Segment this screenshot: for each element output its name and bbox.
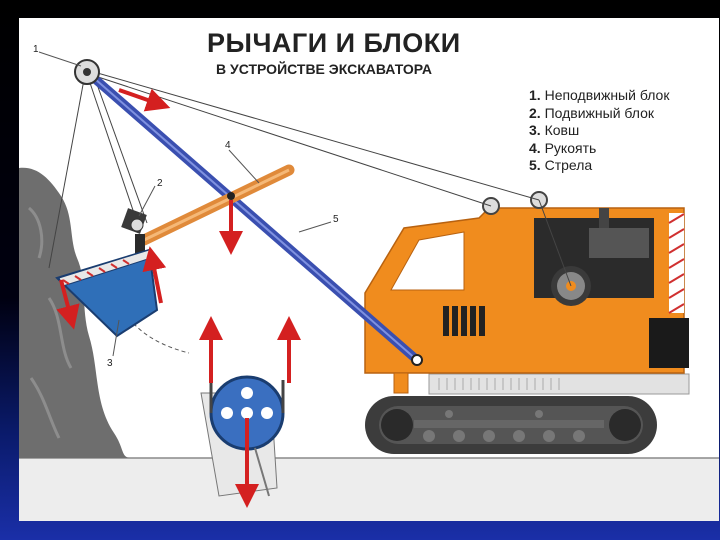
crawler-track xyxy=(365,396,657,454)
legend-number: 1. xyxy=(529,87,541,103)
legend-label: Ковш xyxy=(545,122,580,138)
legend-item: 2. Подвижный блок xyxy=(529,105,669,123)
movable-pulley xyxy=(121,208,147,256)
legend-label: Стрела xyxy=(545,157,593,173)
callout-4: 4 xyxy=(225,140,231,151)
legend-number: 3. xyxy=(529,122,541,138)
diagram-panel: 1 2 3 4 5 РЫЧАГИ И БЛОКИ В УСТРОЙСТВЕ ЭК… xyxy=(19,18,719,521)
legend-item: 4. Рукоять xyxy=(529,140,669,158)
legend-item: 3. Ковш xyxy=(529,122,669,140)
ground xyxy=(19,458,719,521)
fixed-pulley xyxy=(75,60,99,84)
legend-item: 5. Стрела xyxy=(529,157,669,175)
callout-1: 1 xyxy=(33,44,39,55)
legend-label: Неподвижный блок xyxy=(545,87,670,103)
slide-subtitle: В УСТРОЙСТВЕ ЭКСКАВАТОРА xyxy=(216,61,432,77)
legend-label: Подвижный блок xyxy=(545,105,654,121)
legend-number: 2. xyxy=(529,105,541,121)
callout-2: 2 xyxy=(157,178,163,189)
legend: 1. Неподвижный блок 2. Подвижный блок 3.… xyxy=(529,87,669,175)
legend-number: 4. xyxy=(529,140,541,156)
callout-3: 3 xyxy=(107,358,113,369)
excavator-body xyxy=(365,208,689,393)
legend-item: 1. Неподвижный блок xyxy=(529,87,669,105)
callout-5: 5 xyxy=(333,214,339,225)
slide-title: РЫЧАГИ И БЛОКИ xyxy=(207,28,461,59)
legend-label: Рукоять xyxy=(545,140,597,156)
legend-number: 5. xyxy=(529,157,541,173)
